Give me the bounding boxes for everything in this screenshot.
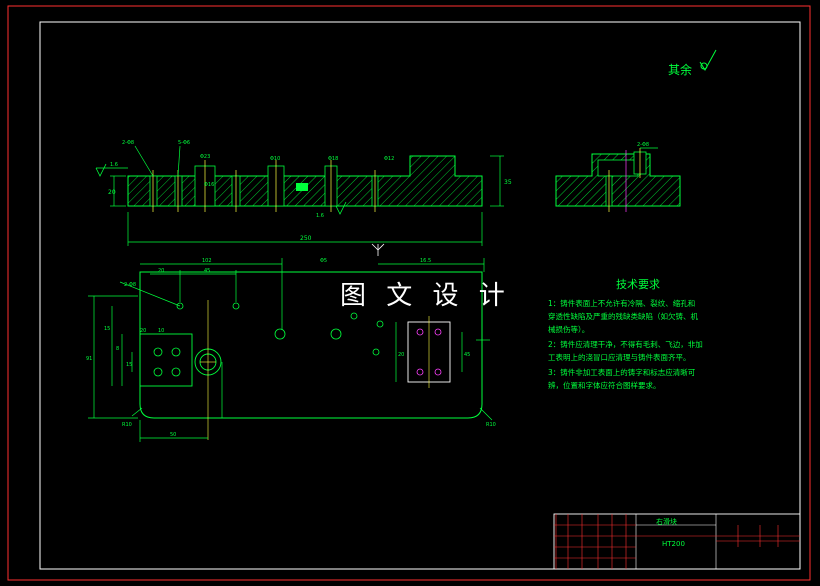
part-name: 右滑块	[656, 517, 677, 526]
tech-requirement-line: 穿透性缺陷及严重的残缺类缺陷（如欠铸、机	[548, 311, 698, 321]
tech-requirements-title: 技术要求	[616, 278, 660, 291]
tech-requirement-line: 辨，位置和字体应符合图样要求。	[548, 380, 661, 390]
dim-label: Φ23	[200, 154, 210, 160]
dim-label: 16.5	[420, 258, 431, 264]
dim-label: 2-Φ8	[124, 282, 136, 288]
dim-height-left: 20	[108, 189, 116, 196]
dim-label: 91	[86, 356, 92, 362]
dim-label: Φ18	[328, 156, 338, 162]
dim-label: 45	[464, 352, 470, 358]
dim-label: 1.6	[110, 162, 118, 168]
dim-label: R10	[122, 422, 132, 428]
dim-label: 15	[126, 362, 132, 368]
dim-label: 8	[116, 346, 119, 352]
dim-label: 102	[202, 258, 212, 264]
dim-label: 45	[204, 268, 210, 274]
plan-view	[88, 258, 493, 442]
tech-requirement-line: 1：铸件表面上不允许有冷隔、裂纹、缩孔和	[548, 298, 695, 308]
roughness-symbol-icon	[699, 49, 717, 71]
section-view-side: 2-Φ8	[555, 142, 681, 212]
section-view-main	[95, 145, 504, 246]
tech-requirement-line: 工表明上的浇冒口应清理与铸件表面齐平。	[548, 352, 691, 362]
tech-requirement-line: 3：铸件非加工表面上的铸字和标志应清晰可	[548, 367, 696, 377]
dim-label: Φ16	[204, 182, 214, 188]
dim-label: 10	[158, 328, 164, 334]
dim-overall-length: 250	[300, 235, 312, 242]
title-block	[553, 513, 801, 570]
dim-label: 50	[170, 432, 176, 438]
dim-label: 5-Φ6	[178, 140, 190, 146]
dim-height-right: 35	[504, 179, 512, 186]
dim-label: 1.6	[316, 213, 324, 219]
dim-label: 20	[158, 268, 164, 274]
dim-label: 20	[140, 328, 146, 334]
dim-label: 15	[104, 326, 110, 332]
dim-label: Φ12	[384, 156, 394, 162]
dim-label: Φ5	[320, 258, 327, 264]
tech-requirement-line: 械损伤等）。	[548, 324, 589, 334]
inner-drawing-frame	[39, 21, 801, 570]
dim-label: 2-Φ8	[122, 140, 134, 146]
dim-label: 20	[398, 352, 404, 358]
watermark-text: 图 文 设 计	[340, 281, 511, 311]
tech-requirement-line: 2：铸件应清理干净，不得有毛刺、飞边，非加	[548, 339, 703, 349]
material-label: HT200	[662, 540, 685, 548]
dim-label: 2-Φ8	[637, 142, 649, 148]
dim-label: Φ10	[270, 156, 280, 162]
outer-sheet-border	[7, 5, 811, 581]
dim-label: R10	[486, 422, 496, 428]
roughness-note: 其余	[668, 62, 692, 77]
